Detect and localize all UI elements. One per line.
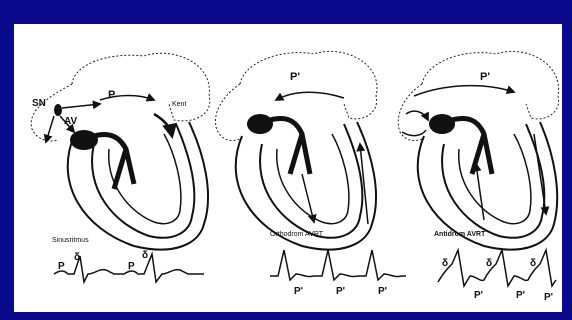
ecg-trace-orthodrom: [270, 250, 406, 280]
ecg-label-delta2: δ: [142, 250, 148, 261]
label-av: AV: [64, 116, 77, 127]
panel-sinusritmus: SN AV P Kent Sinusritmus P δ P δ: [31, 53, 210, 282]
label-kent: Kent: [172, 101, 186, 108]
ecg-label-delta-3a: δ: [442, 258, 448, 269]
ecg-label-p-prime-3a: P': [474, 290, 483, 301]
ecg-label-p-prime-3c: P': [544, 292, 553, 303]
caption-orthodrom: Orthodrom AVRT: [270, 231, 324, 238]
label-p-prime-3: P': [480, 71, 490, 83]
label-sn: SN: [32, 98, 46, 109]
ecg-label-p1: P: [58, 261, 65, 272]
caption-sinusritmus: Sinusritmus: [52, 237, 89, 244]
atrium-outline: [31, 53, 210, 141]
av-node-2: [247, 114, 273, 134]
ecg-label-p-prime-3b: P': [516, 290, 525, 301]
caption-antidrom: Antidrom AVRT: [434, 231, 486, 238]
ecg-label-delta-3c: δ: [530, 258, 536, 269]
ecg-label-delta-3b: δ: [486, 258, 492, 269]
ecg-label-p-prime-2b: P': [336, 286, 345, 297]
panel-orthodrom: P' Orthodrom AVRT P' P' P': [215, 51, 406, 297]
ecg-label-delta1: δ: [74, 252, 80, 263]
ecg-label-p2: P: [128, 261, 135, 272]
label-p-top: P: [108, 89, 115, 101]
sinus-node: [54, 104, 62, 116]
ecg-label-p-prime-2a: P': [294, 286, 303, 297]
ecg-label-p-prime-2c: P': [378, 286, 387, 297]
panel-antidrom: P' Antidrom AVRT δ δ δ P' P' P': [398, 51, 558, 303]
av-node: [70, 130, 98, 150]
slide-canvas: SN AV P Kent Sinusritmus P δ P δ P' Orth…: [14, 24, 562, 312]
his-bundle: [94, 135, 134, 189]
av-node-3: [429, 114, 455, 134]
avrt-diagram: SN AV P Kent Sinusritmus P δ P δ P' Orth…: [14, 24, 562, 312]
ecg-trace-antidrom: [438, 250, 556, 286]
label-p-prime-2: P': [290, 71, 300, 83]
